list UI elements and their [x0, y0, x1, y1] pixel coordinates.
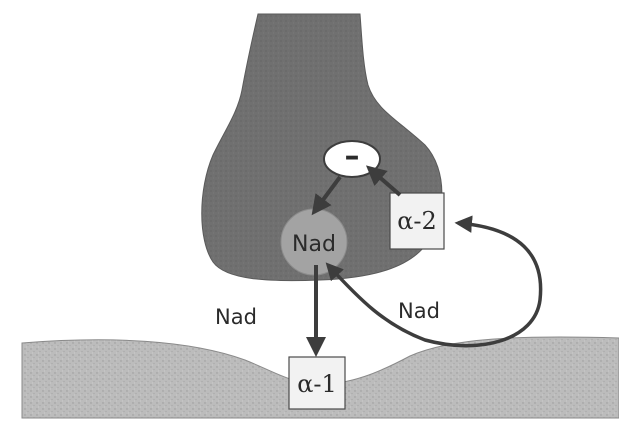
- alpha-1-receptor-label: α-1: [297, 370, 337, 398]
- inhibition-symbol: –: [345, 139, 360, 174]
- cleft-label-right: Nad: [398, 299, 440, 323]
- vesicle-label: Nad: [292, 232, 336, 257]
- alpha-2-receptor-label: α-2: [397, 207, 437, 235]
- cleft-label-left: Nad: [215, 305, 257, 329]
